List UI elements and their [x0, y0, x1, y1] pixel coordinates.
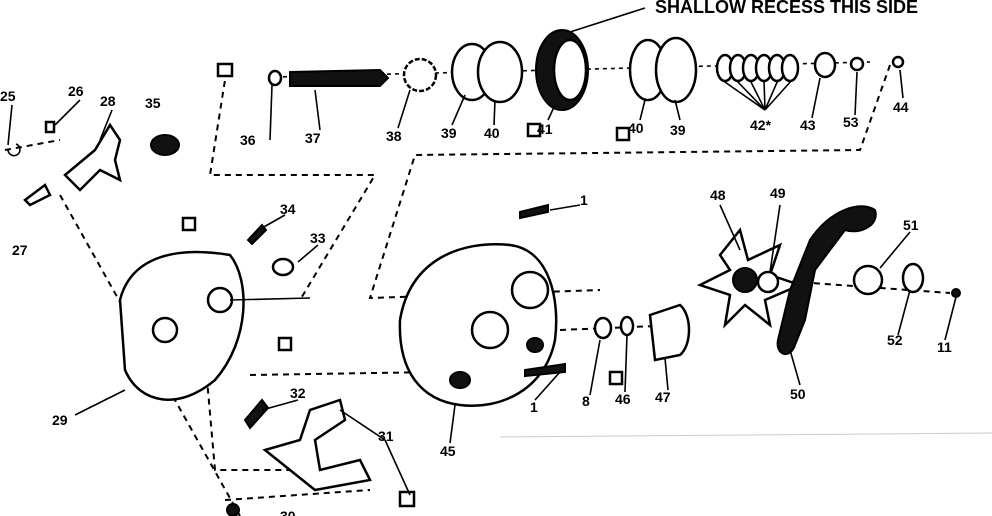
- part-52: [901, 262, 925, 294]
- label-42: 42*: [750, 117, 772, 133]
- label-46: 46: [615, 391, 631, 407]
- label-25: 25: [0, 88, 16, 104]
- part-46: [619, 315, 635, 337]
- part-51-knob: [852, 264, 884, 296]
- part-34-spring: [246, 223, 268, 246]
- label-34: 34: [280, 201, 296, 217]
- part-47-cap: [648, 303, 691, 362]
- shallow-recess-note: SHALLOW RECESS THIS SIDE: [655, 0, 918, 17]
- part-1b-screw: [524, 362, 566, 378]
- label-11: 11: [937, 339, 952, 355]
- part-53: [849, 56, 865, 72]
- left-parts: [7, 120, 416, 516]
- part-40: [476, 40, 524, 104]
- label-29: 29: [52, 412, 68, 428]
- label-26: 26: [68, 83, 84, 99]
- part-28: [63, 122, 122, 192]
- label-30: 30: [280, 508, 296, 516]
- label-38: 38: [386, 128, 402, 144]
- part-1-screw: [519, 203, 549, 220]
- part-43: [813, 51, 837, 79]
- label-27: 27: [12, 242, 28, 258]
- label-48: 48: [710, 187, 726, 203]
- label-44: 44: [893, 99, 909, 115]
- part-39b: [654, 36, 698, 104]
- label-53: 53: [843, 114, 859, 130]
- part-27: [23, 183, 52, 207]
- faint-rule: [499, 432, 992, 438]
- part-labels: 25 26 28 35 27 36 37 38 39 40 41 40 39 4…: [0, 83, 952, 516]
- label-1a: 1: [580, 192, 588, 208]
- label-1b: 1: [530, 399, 538, 415]
- label-31: 31: [378, 428, 394, 444]
- label-32: 32: [290, 385, 306, 401]
- label-39b: 39: [670, 122, 686, 138]
- label-51: 51: [903, 217, 919, 233]
- part-42-washers: [715, 53, 800, 111]
- label-50: 50: [790, 386, 806, 402]
- label-36: 36: [240, 132, 256, 148]
- label-45: 45: [440, 443, 456, 459]
- center-parts: [398, 203, 691, 407]
- part-square-nut: [216, 62, 234, 78]
- part-32-spring: [243, 398, 270, 430]
- part-31-lever: [262, 398, 372, 492]
- part-37-shaft: [289, 68, 390, 87]
- part-36: [267, 69, 283, 87]
- part-49: [756, 270, 780, 294]
- label-47: 47: [655, 389, 671, 405]
- part-50-handle: [776, 205, 877, 355]
- label-28: 28: [100, 93, 116, 109]
- leader-lines: [7, 69, 957, 496]
- part-44: [891, 55, 905, 69]
- label-37: 37: [305, 130, 321, 146]
- label-33: 33: [310, 230, 326, 246]
- top-row-parts: [216, 29, 905, 142]
- part-11: [951, 288, 961, 298]
- part-38-gear: [402, 57, 438, 93]
- label-40b: 40: [628, 120, 644, 136]
- note-leader: [569, 7, 646, 33]
- label-41: 41: [537, 121, 553, 137]
- label-40a: 40: [484, 125, 500, 141]
- part-29-sideplate: [118, 250, 245, 401]
- label-43: 43: [800, 117, 816, 133]
- label-8: 8: [582, 393, 590, 409]
- label-39a: 39: [441, 125, 457, 141]
- label-35: 35: [145, 95, 161, 111]
- part-33: [271, 257, 295, 277]
- label-52: 52: [887, 332, 903, 348]
- part-35-spring: [150, 134, 180, 156]
- label-49: 49: [770, 185, 786, 201]
- right-parts: [696, 205, 961, 355]
- part-8: [593, 316, 613, 340]
